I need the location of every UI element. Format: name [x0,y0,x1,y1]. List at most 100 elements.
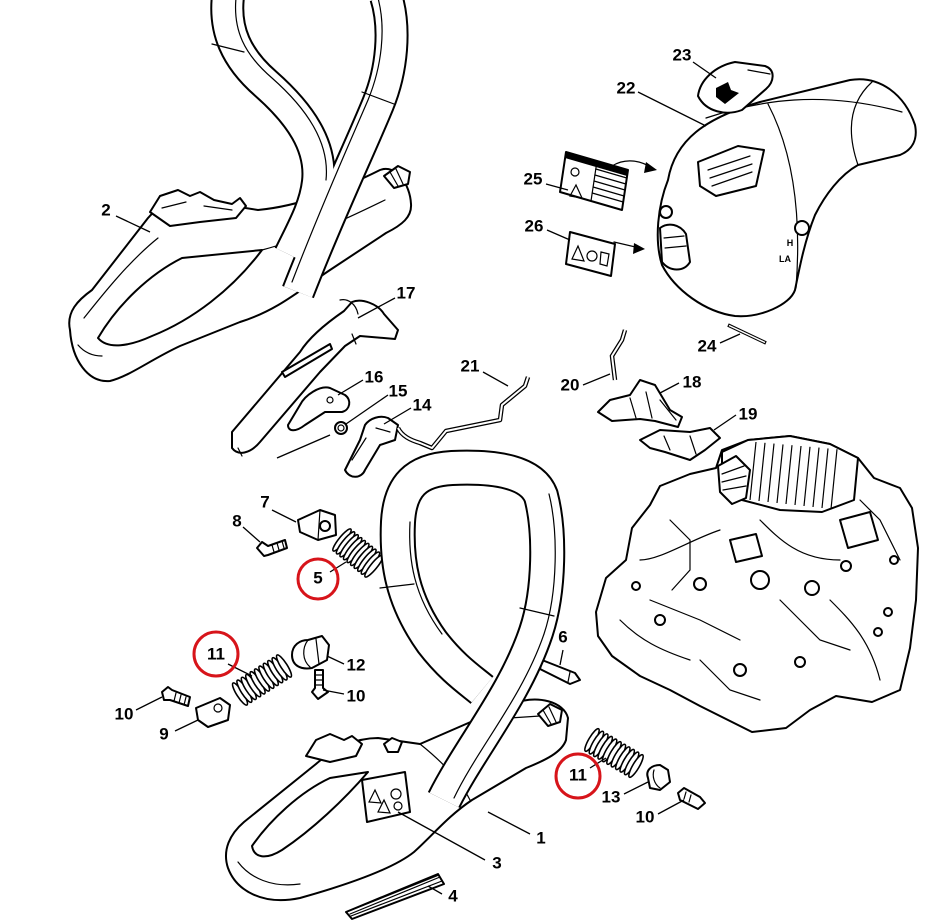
lower-handle-latch [305,733,363,763]
screw-body [256,539,288,557]
rod-20-fill [610,329,626,381]
part-25-warning-label [559,151,657,211]
sleeve-hole [319,520,331,532]
sleeve-hole [213,703,223,713]
rear-handle-latch-detail [161,201,233,211]
cover-adjust-hole [794,220,810,236]
rear-handle-latch [149,189,247,227]
leader-line-14 [383,407,412,425]
lever-18-detail [629,391,677,421]
screw-thread [173,692,187,706]
cover-side-edge [767,103,799,289]
label-3-circle-icon [393,801,403,811]
callout-23: 23 [673,46,692,65]
callout-11-left: 11 [207,645,225,664]
handle-bar-right [284,0,407,298]
engine-bolt-hole [654,614,666,626]
part-11-spring-right [584,727,644,779]
callout-7: 7 [260,493,269,512]
engine-detail-line [639,529,721,561]
arrow-head-icon [644,162,657,173]
leader-line-8 [242,526,261,543]
leader-line-10-left [135,696,163,711]
front-handle-bar-shading [453,493,556,799]
part-13-sleeve [646,764,671,791]
cover-rear-edge [850,81,873,166]
callout-17: 17 [397,284,416,303]
engine-bolt-hole [794,656,806,668]
callout-9: 9 [159,725,168,744]
highlight-circle-11-right [554,752,602,800]
highlight-circle-11-left [192,630,240,678]
arrow-head-icon [633,243,645,254]
leader-line-23 [692,61,717,79]
leader-line-6 [559,649,564,666]
spring-coil [628,753,644,779]
knob-detail [747,69,771,75]
callout-15: 15 [389,382,408,401]
leader-line-2 [115,215,151,233]
leader-line-26 [546,229,571,241]
leader-line-19 [713,414,737,431]
engine-fin [794,445,802,506]
callout-1: 1 [536,829,545,848]
cap-detail [303,638,320,668]
part-18-lever [597,379,683,428]
engine-detail-line [669,519,691,591]
lever-16-body [287,386,351,432]
callout-22: 22 [617,79,636,98]
warning-triangle-icon [368,788,382,804]
leader-line-3 [397,811,486,861]
engine-port [839,511,879,549]
part-12-cap [291,635,330,670]
engine-bolt-hole [840,560,852,572]
engine-detail-line [829,599,881,681]
engine-fin [758,442,766,502]
part-24-rod [727,323,767,345]
front-handle-bar [381,451,564,808]
engine-bolt-hole [693,577,707,591]
leader-line-12 [326,655,345,665]
callout-10-center: 10 [347,687,366,706]
ring-inner [337,424,345,432]
cover-marking-la: LA [779,254,791,264]
part-16-lever [287,386,351,432]
label-25-icon [570,167,580,177]
leader-line-10-right [657,799,685,815]
screw-thread [271,540,285,553]
warning-triangle-icon [569,183,584,199]
callout-24: 24 [698,337,717,356]
leader-line-25 [545,183,569,191]
part-21-throttle-wire [395,376,531,451]
lever-14-detail [351,427,391,461]
callout-10-left: 10 [115,705,134,724]
engine-bolt-hole [750,570,770,590]
cover-shell [656,78,917,318]
callout-26: 26 [525,217,544,236]
leader-line-11-right [589,757,607,769]
leader-line-11-left [227,663,253,677]
callout-10-right: 10 [636,808,655,827]
callout-18: 18 [683,373,702,392]
label-3-circle-icon [390,788,402,800]
rod-fill [728,324,766,344]
leader-line-18 [659,382,680,394]
leader-lines [115,61,741,895]
trigger-lever-body [231,299,399,454]
part-26-warning-label [565,231,645,277]
wire-fill [397,376,529,449]
cap-body [291,635,330,670]
screw-thread [314,674,324,686]
leader-line-9 [174,719,199,732]
engine-fin [803,446,811,507]
rear-handle-cutout [97,249,263,347]
part-19-lever [639,427,721,461]
engine-fins [749,441,838,510]
spark-plug [717,455,751,505]
part-11-spring-left [231,654,293,706]
engine-detail-line [619,619,691,661]
callout-8: 8 [232,512,241,531]
callout-12: 12 [347,656,366,675]
label-25-text-lines [591,168,628,203]
leader-line-4 [427,885,443,895]
